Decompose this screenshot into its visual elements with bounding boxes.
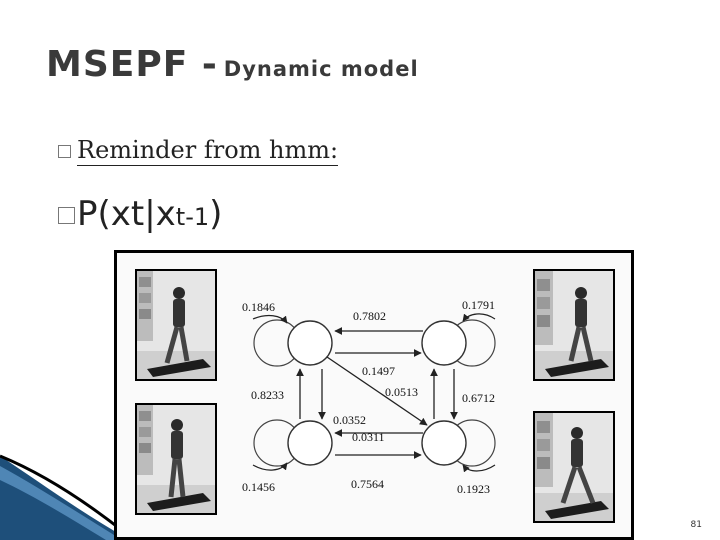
page-number: 81	[690, 520, 702, 530]
prob-self-bottom-left: 0.1456	[242, 480, 275, 494]
state-bottom-right	[421, 420, 467, 466]
bullet-box-icon	[58, 207, 75, 224]
prob-tr-to-br: 0.6712	[462, 391, 495, 405]
formula-subscript: t-1	[175, 203, 210, 231]
title-main: MSEPF -	[46, 44, 218, 85]
walker-photo-top-left	[135, 269, 217, 381]
state-bottom-left	[287, 420, 333, 466]
title-subtitle: Dynamic model	[223, 57, 419, 81]
prob-br-to-bl: 0.0311	[352, 430, 385, 444]
prob-tl-to-br: 0.0513	[385, 385, 418, 399]
prob-tl-to-tr: 0.1497	[362, 364, 395, 378]
walker-image	[137, 271, 215, 379]
self-loop-arrow-bottom-left	[252, 462, 288, 471]
walker-image	[535, 413, 613, 521]
prob-tl-to-bl: 0.8233	[251, 388, 284, 402]
edge-tl-to-br	[326, 356, 428, 426]
prob-self-top-left: 0.1846	[242, 300, 275, 314]
walker-image	[137, 405, 215, 513]
bullet-formula: P(xt|xt-1)	[58, 194, 222, 234]
hmm-state-diagram: 0.1846 0.1791 0.1456 0.1923 0.7802 0.149…	[114, 250, 634, 540]
prob-bl-to-br: 0.7564	[351, 477, 384, 491]
state-top-right	[421, 320, 467, 366]
prob-tr-to-tl: 0.7802	[353, 309, 386, 323]
prob-bl-to-tr: 0.0352	[333, 413, 366, 427]
state-top-left	[287, 320, 333, 366]
walker-image	[535, 271, 613, 379]
bullet-reminder-text: Reminder from hmm:	[77, 136, 339, 166]
prob-self-bottom-right: 0.1923	[457, 482, 490, 496]
self-loop-arrow-top-left	[252, 314, 288, 324]
bullet-box-icon	[58, 145, 71, 158]
decorative-ribbon	[0, 454, 130, 540]
prob-self-top-right: 0.1791	[462, 298, 495, 312]
slide-title: MSEPF -Dynamic model	[46, 44, 419, 85]
self-loop-arrow-top-right	[462, 313, 496, 322]
hmm-state-graph: 0.1846 0.1791 0.1456 0.1923 0.7802 0.149…	[242, 298, 496, 496]
walker-photo-top-right	[533, 269, 615, 381]
self-loop-arrow-bottom-right	[462, 464, 496, 473]
formula-suffix: )	[209, 194, 223, 234]
walker-photo-bottom-left	[135, 403, 217, 515]
bullet-reminder: Reminder from hmm:	[58, 136, 339, 166]
formula-prefix: P(xt|x	[77, 194, 176, 234]
walker-photo-bottom-right	[533, 411, 615, 523]
